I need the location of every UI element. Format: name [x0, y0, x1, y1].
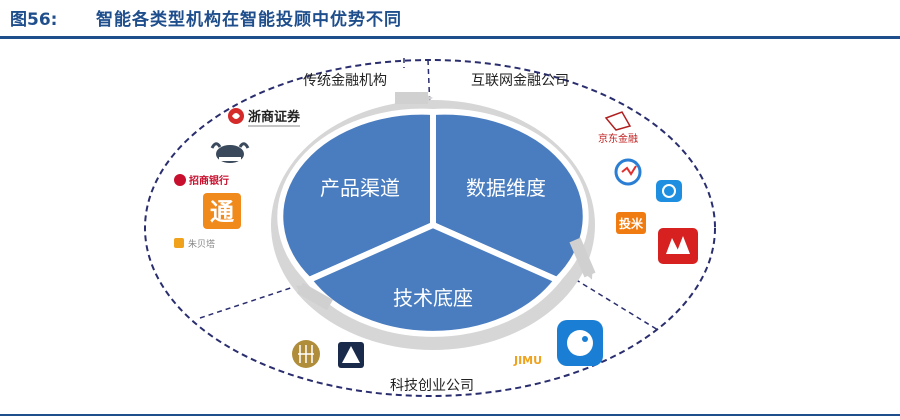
logo-touwu-text: 投米	[619, 216, 644, 231]
logo-tong-text: 通	[210, 198, 234, 226]
logo-cmb-text: 招商银行	[189, 174, 229, 187]
segment-product	[277, 108, 436, 284]
bull-icon	[210, 142, 250, 163]
logo-jd-text: 京东金融	[598, 132, 638, 145]
logo-zheshang-text: 浙商证券	[248, 109, 301, 125]
arrow-right	[569, 237, 596, 280]
label-fintech: 科技创业公司	[390, 378, 474, 394]
outer-dashed-ellipse	[144, 59, 716, 397]
label-product: 产品渠道	[320, 176, 400, 200]
arrow-left	[295, 282, 333, 311]
label-data: 数据维度	[466, 176, 546, 200]
logo-jimu-text: JIMU	[513, 354, 542, 367]
logo-cmb: 招商银行	[174, 174, 229, 187]
logo-cards	[658, 228, 698, 264]
logo-zhubeita-text: 朱贝塔	[188, 238, 215, 250]
label-tech: 技术底座	[393, 286, 473, 310]
label-traditional: 传统金融机构	[303, 73, 387, 89]
logo-jd: 京东金融	[598, 111, 638, 145]
logo-triangle-badge	[338, 342, 364, 368]
figure-title: 智能各类型机构在智能投顾中优势不同	[96, 10, 402, 30]
logo-chat-q	[614, 158, 642, 186]
logo-ant	[656, 180, 682, 202]
logo-gold-circle	[292, 340, 320, 368]
logo-tong: 通	[203, 193, 241, 229]
figure-header: 图56: 智能各类型机构在智能投顾中优势不同	[0, 0, 900, 39]
label-internet: 互联网金融公司	[471, 73, 569, 89]
logo-whale	[557, 320, 603, 366]
logo-jimu: JIMU	[513, 354, 542, 367]
logo-zhubeita: 朱贝塔	[174, 238, 215, 250]
figure-number: 图56:	[10, 10, 58, 30]
footer-line	[0, 414, 900, 416]
logo-zheshang: 浙商证券	[228, 108, 301, 127]
logo-touwu: 投米	[616, 212, 646, 234]
